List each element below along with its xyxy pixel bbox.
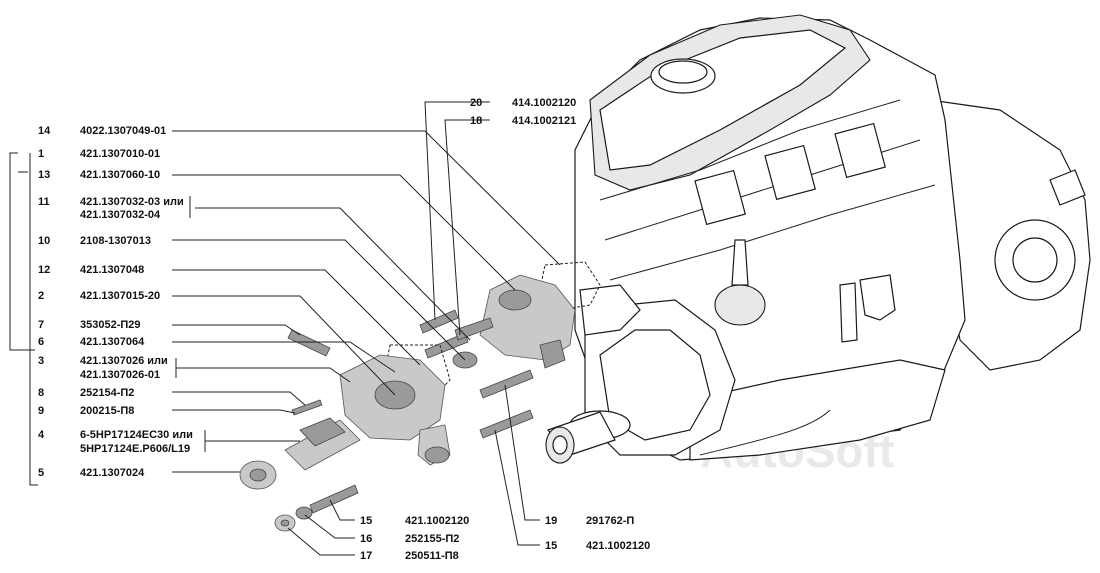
callout-code: 421.1002120: [405, 515, 469, 527]
bolt-7: [287, 329, 331, 357]
callout-num: 20: [470, 97, 482, 109]
callout-code: 2108-1307013: [80, 235, 151, 247]
callout-code: 421.1307060-10: [80, 169, 160, 181]
stud-20: [419, 309, 459, 334]
callout-num: 13: [38, 169, 50, 181]
callout-code: 414.1002120: [512, 97, 576, 109]
callout-code: 252154-П2: [80, 387, 134, 399]
gasket-14: [539, 261, 601, 311]
callout-num: 12: [38, 264, 50, 276]
stud-15-lower: [309, 484, 359, 514]
callout-num: 4: [38, 429, 45, 441]
washer-16: [295, 506, 313, 520]
callout-code: 200215-П8: [80, 405, 134, 417]
callout-code-alt: 421.1307032-04: [80, 209, 161, 221]
engine-block: [545, 14, 1091, 464]
callout-num: 18: [470, 115, 482, 127]
callout-num: 8: [38, 387, 44, 399]
callout-num: 6: [38, 336, 44, 348]
leader-lines: [172, 101, 561, 556]
callout-code: 421.1002120: [586, 540, 650, 552]
callout-num: 7: [38, 319, 44, 331]
callout-num: 17: [360, 550, 372, 562]
callout-code: 252155-П2: [405, 533, 459, 545]
stud-18: [424, 332, 469, 359]
callout-num: 19: [545, 515, 557, 527]
callout-code: 421.1307064: [80, 336, 145, 348]
callout-num: 2: [38, 290, 44, 302]
callout-num: 10: [38, 235, 50, 247]
callout-code: 250511-П8: [405, 550, 459, 562]
callout-code: 353052-П29: [80, 319, 141, 331]
callout-code: 291762-П: [586, 515, 634, 527]
callout-num: 1: [38, 148, 44, 160]
callout-code: 6-5НР17124ЕС30 или: [80, 429, 193, 441]
callout-num: 9: [38, 405, 44, 417]
callout-num: 16: [360, 533, 372, 545]
callout-num: 11: [38, 196, 50, 208]
stud-19: [479, 369, 534, 399]
callout-num: 5: [38, 467, 44, 479]
callout-code: 4022.1307049-01: [80, 125, 166, 137]
exploded-parts: [239, 261, 601, 532]
callout-code: 421.1307015-20: [80, 290, 160, 302]
callout-num: 15: [545, 540, 557, 552]
callout-labels: 14 4022.1307049-01 1 421.1307010-01 13 4…: [38, 97, 650, 562]
callout-brackets: [9, 152, 206, 486]
callout-code-alt: 5НР17124Е.Р606/L19: [80, 443, 190, 455]
stud-15: [479, 409, 534, 439]
callout-code: 421.1307024: [80, 467, 145, 479]
callout-code-alt: 421.1307026-01: [80, 369, 160, 381]
callout-code: 414.1002121: [512, 115, 576, 127]
callout-code: 421.1307010-01: [80, 148, 160, 160]
callout-num: 15: [360, 515, 372, 527]
callout-code: 421.1307032-03 или: [80, 196, 184, 208]
callout-num: 3: [38, 355, 44, 367]
callout-code: 421.1307048: [80, 264, 144, 276]
callout-num: 14: [38, 125, 51, 137]
callout-code: 421.1307026 или: [80, 355, 168, 367]
